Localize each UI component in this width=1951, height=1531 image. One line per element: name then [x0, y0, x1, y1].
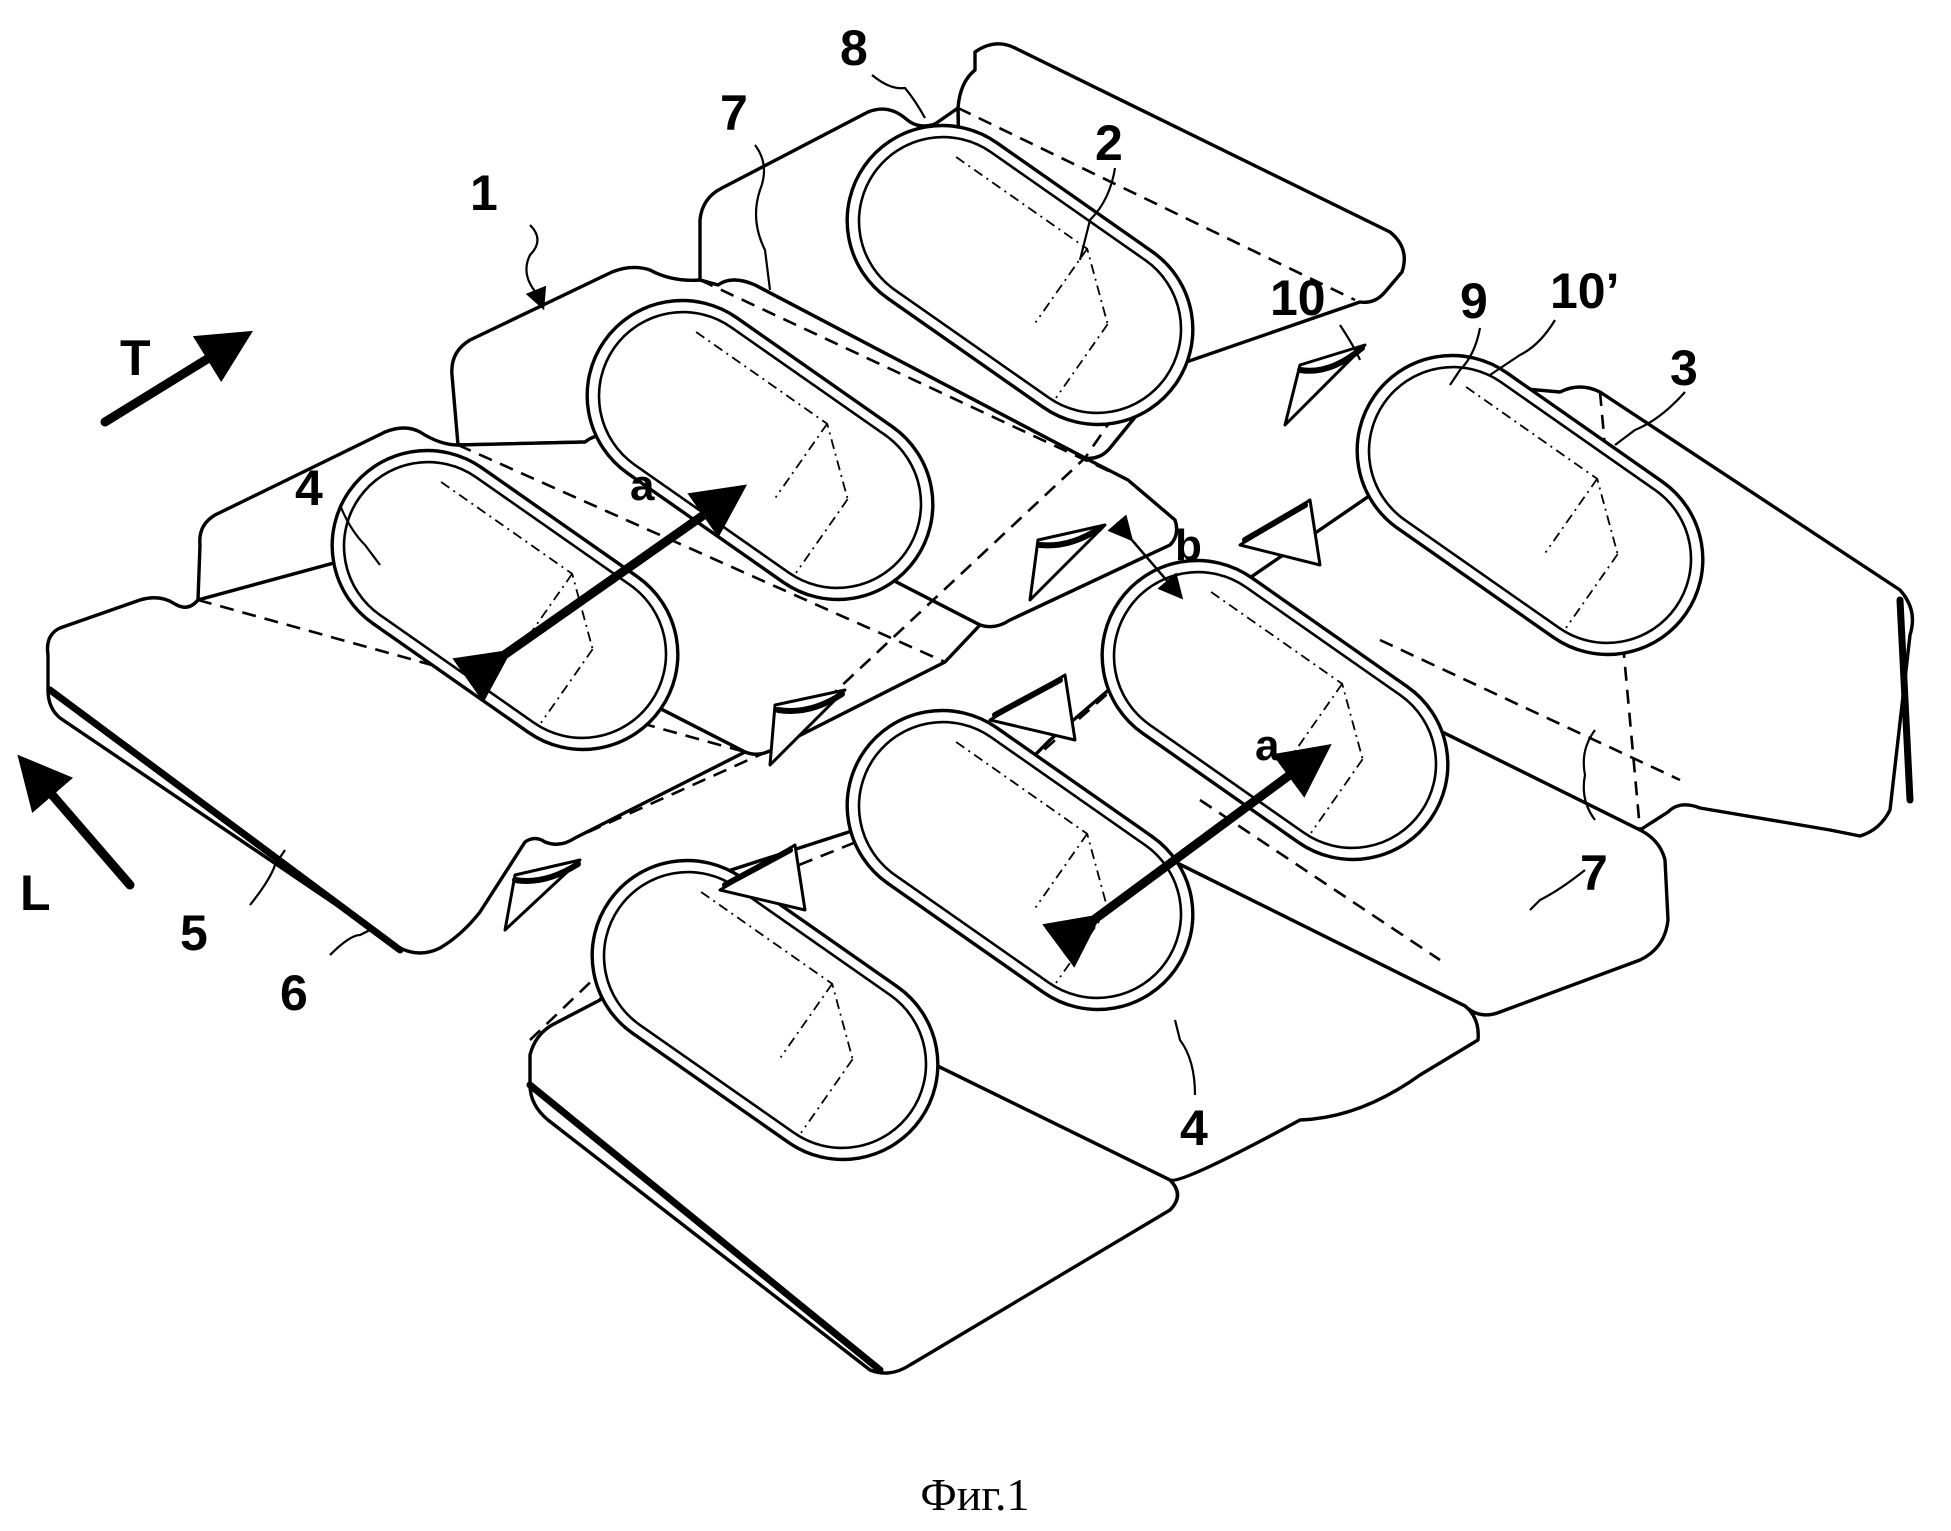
ref-label-10: 10 [1270, 270, 1326, 326]
figure-caption: Фиг.1 [920, 1469, 1029, 1520]
ref-label-9: 9 [1460, 273, 1488, 329]
ref-label-8: 8 [840, 20, 868, 76]
dimension-label-a-left: a [630, 461, 655, 510]
ref-label-5: 5 [180, 905, 208, 961]
ref-label-7-top: 7 [720, 85, 748, 141]
dimension-label-b: b [1175, 521, 1202, 570]
ref-label-1: 1 [470, 165, 498, 221]
ref-label-7-right: 7 [1580, 845, 1608, 901]
ref-label-4-bottom: 4 [1180, 1100, 1208, 1156]
ref-label-4-left: 4 [295, 460, 323, 516]
ref-label-2: 2 [1095, 115, 1123, 171]
dimension-label-a-right: a [1255, 721, 1280, 770]
direction-label-L: L [20, 865, 51, 921]
ref-label-3: 3 [1670, 340, 1698, 396]
ref-label-6: 6 [280, 965, 308, 1021]
direction-label-T: T [120, 330, 151, 386]
ref-label-10-prime: 10’ [1550, 263, 1620, 319]
